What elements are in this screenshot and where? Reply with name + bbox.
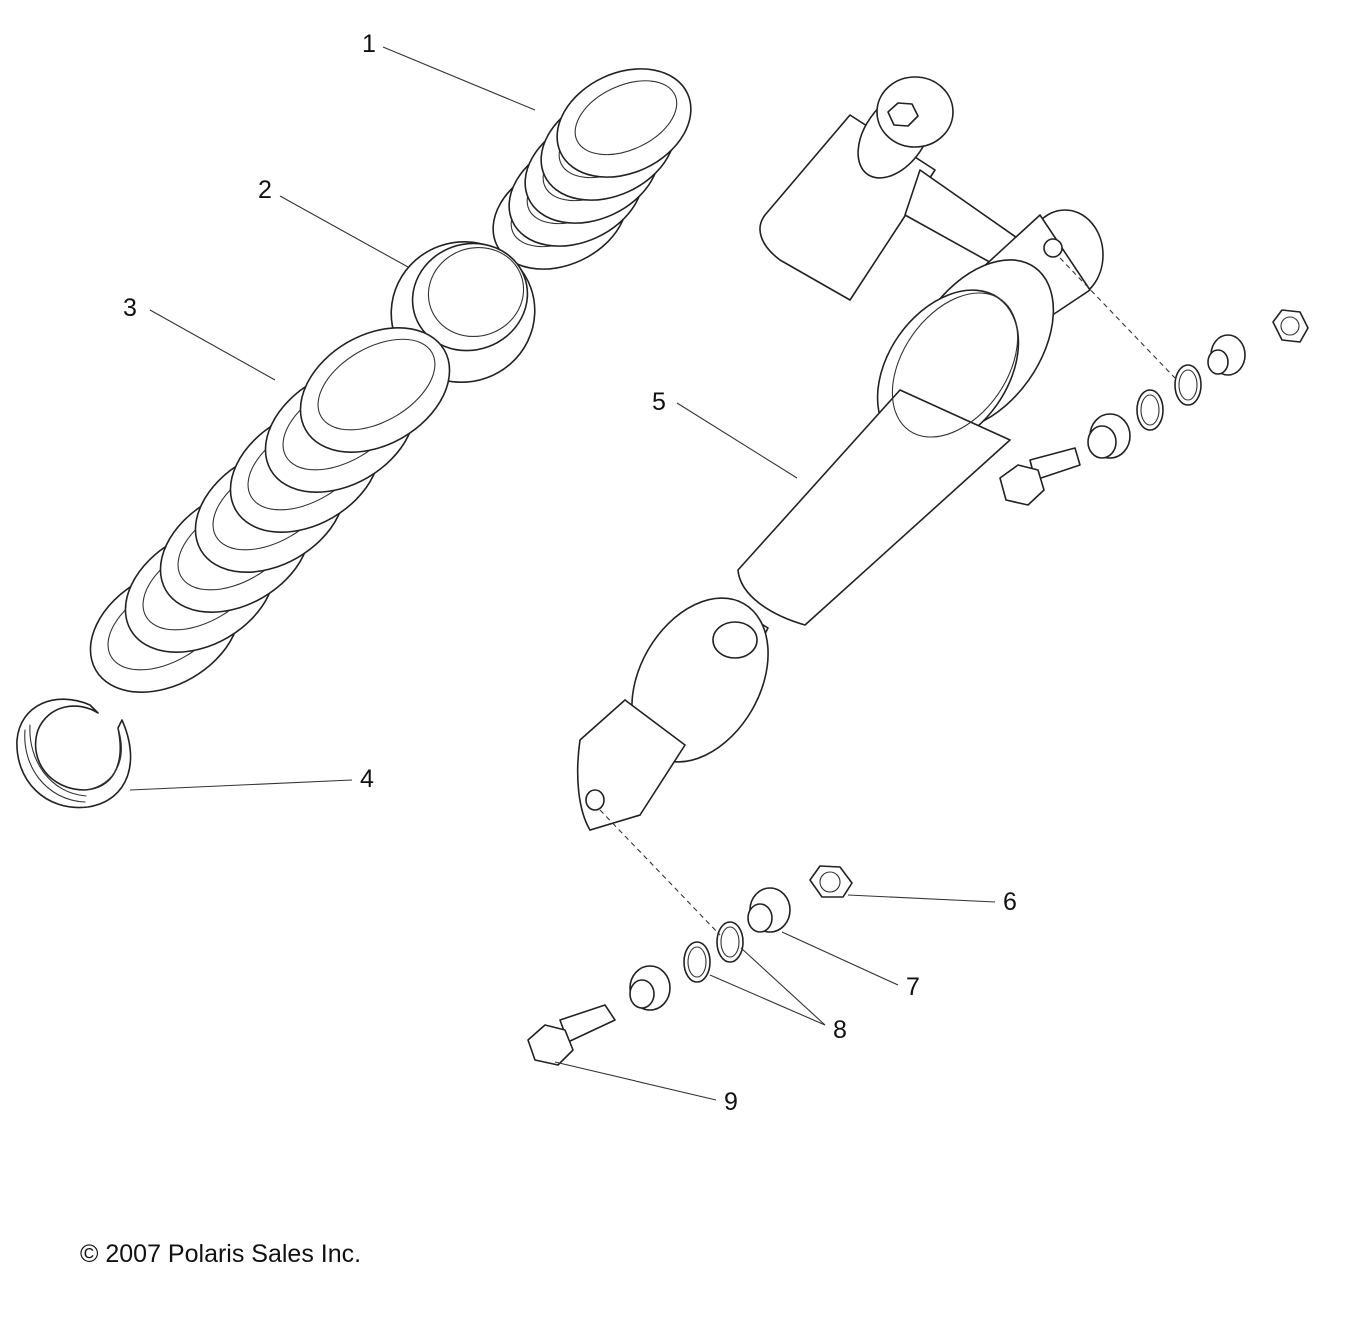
copyright-notice: © 2007 Polaris Sales Inc. [80, 1240, 361, 1269]
callout-1: 1 [362, 30, 376, 58]
upper-spring [492, 68, 692, 270]
callout-9: 9 [724, 1088, 738, 1116]
upper-hardware-set [999, 309, 1309, 506]
alignment-lines [599, 257, 1176, 936]
callout-8: 8 [833, 1016, 847, 1044]
copyright-symbol: © [80, 1240, 99, 1268]
spring-coil-inner [317, 338, 436, 431]
lower-spring [89, 327, 451, 693]
lower-hardware-set [527, 865, 853, 1066]
callout-5: 5 [652, 388, 666, 416]
leader-lines [129, 46, 996, 1101]
callout-7: 7 [906, 973, 920, 1001]
spring-coil [299, 327, 451, 453]
callout-4: 4 [360, 765, 374, 793]
lower-nut [809, 865, 853, 898]
callout-labels: 1 2 3 4 5 6 7 8 9 [123, 30, 1017, 1116]
shock-absorber [576, 76, 1104, 831]
spring-coil-inner [574, 80, 678, 156]
spring-coil [556, 68, 692, 178]
callout-3: 3 [123, 294, 137, 322]
spring-retainer [16, 698, 132, 809]
callout-6: 6 [1003, 888, 1017, 916]
callout-2: 2 [258, 176, 272, 204]
copyright-text: 2007 Polaris Sales Inc. [105, 1240, 362, 1268]
